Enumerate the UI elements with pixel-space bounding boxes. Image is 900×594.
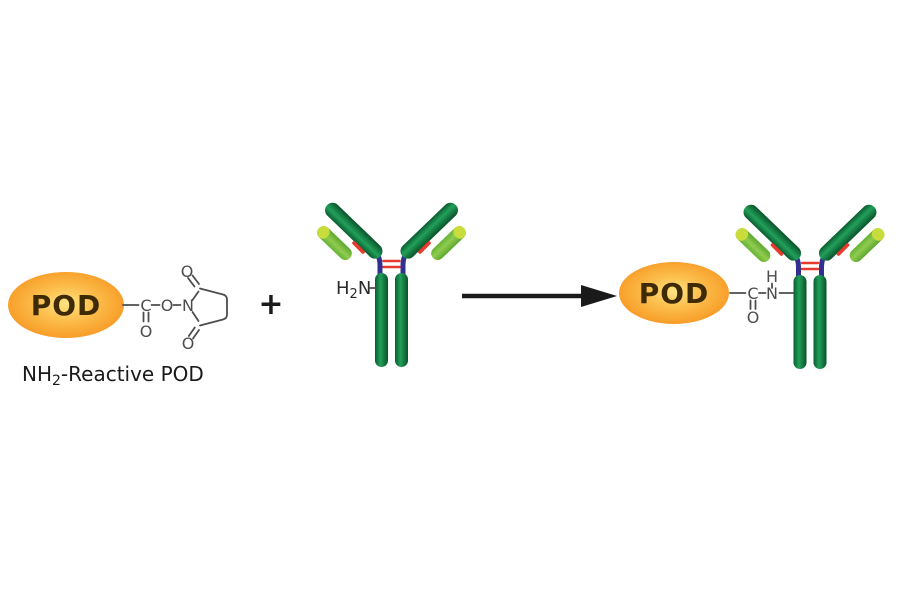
reactant-caption: NH2-Reactive POD [22,362,204,389]
pod-enzyme-ellipse [8,272,124,338]
reaction-arrow [462,285,617,307]
reactant-antibody: H2N [315,200,469,367]
plus-sign: + [258,287,283,322]
ester-oxygen: O [161,296,174,315]
pod-enzyme-ellipse [619,262,729,324]
succinimide-ring-backbone [199,287,228,327]
amide-oxygen: O [747,308,760,327]
amine-group-label: H2N [336,278,371,302]
amide-hydrogen: H [766,267,778,286]
ring-c-o-double-bond-top [187,277,196,288]
succinimide-ring: O O [181,262,228,353]
carbonyl-carbon: C [140,296,151,315]
pod-enzyme-label: POD [31,289,102,322]
arrow-head-icon [581,285,617,307]
reactant-nh2-reactive-pod: POD C O O N O O NH2-Reactive POD [8,262,228,389]
ring-oxygen-bottom: O [182,334,195,353]
ring-c-o-double-bond-bottom [187,326,196,337]
succinimide-nitrogen: N [182,296,194,315]
product-pod-antibody-conjugate: POD C O N H [619,202,887,369]
ring-oxygen-top: O [181,262,194,281]
ring-c-o-double-bond-top [191,274,200,285]
pod-enzyme-label: POD [639,277,710,310]
amide-carbon: C [747,284,758,303]
carbonyl-oxygen: O [140,322,153,341]
amide-nitrogen: N [766,284,778,303]
ring-c-o-double-bond-bottom [192,329,200,340]
